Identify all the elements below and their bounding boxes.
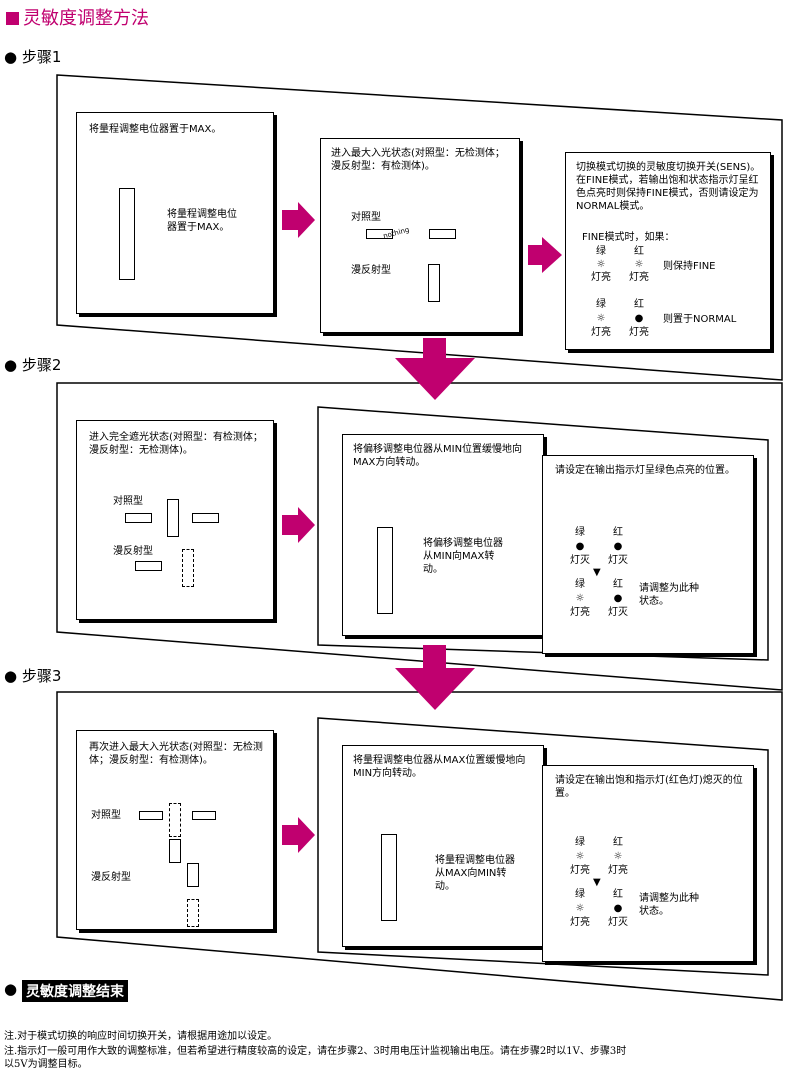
step3-heading: ● 步骤3: [4, 667, 62, 685]
step3-box2: 将量程调整电位器从MAX位置缓慢地向MIN方向转动。 将量程调整电位器从MAX向…: [342, 745, 544, 947]
step2-heading: ● 步骤2: [4, 356, 62, 374]
sensor-icon: [381, 834, 397, 921]
sensor-icon: [119, 188, 135, 280]
step1-heading: ● 步骤1: [4, 48, 62, 66]
step3-box3: 请设定在输出饱和指示灯(红色灯)熄灭的位置。 绿红 ☼☼ 灯亮灯亮 ▼ 绿红 ☼…: [542, 765, 754, 962]
arrow-icons: [282, 202, 562, 853]
note-1: 注.对于模式切换的响应时间切换开关，请根据用途加以设定。: [4, 1031, 278, 1042]
sensor-icon: [377, 527, 393, 614]
end-label: 灵敏度调整结束: [22, 980, 128, 1002]
step2-box2: 将偏移调整电位器从MIN位置缓慢地向MAX方向转动。 将偏移调整电位器从MIN向…: [342, 434, 544, 636]
step3-box1: 再次进入最大入光状态(对照型：无检测体；漫反射型：有检测体)。 对照型 漫反射型: [76, 730, 274, 930]
end-bullet: ●: [4, 980, 18, 998]
step1-box1: 将量程调整电位器置于MAX。 将量程调整电位器置于MAX。: [76, 112, 274, 314]
step2-box3: 请设定在输出指示灯呈绿色点亮的位置。 绿红 ●● 灯灭灯灭 ▼ 绿红 ☼● 灯亮…: [542, 455, 754, 654]
step1-box3: 切换模式切换的灵敏度切换开关(SENS)。在FINE模式，若输出饱和状态指示灯呈…: [565, 152, 771, 350]
page-title: 灵敏度调整方法: [6, 4, 149, 30]
note-2: 注.指示灯一般可用作大致的调整标准，但若希望进行精度较高的设定，请在步骤2、3时…: [4, 1046, 627, 1070]
step2-box1: 进入完全遮光状态(对照型：有检测体；漫反射型：无检测体)。 对照型 漫反射型: [76, 420, 274, 620]
step1-box2: 进入最大入光状态(对照型：无检测体；漫反射型：有检测体)。 对照型 nothin…: [320, 138, 520, 333]
